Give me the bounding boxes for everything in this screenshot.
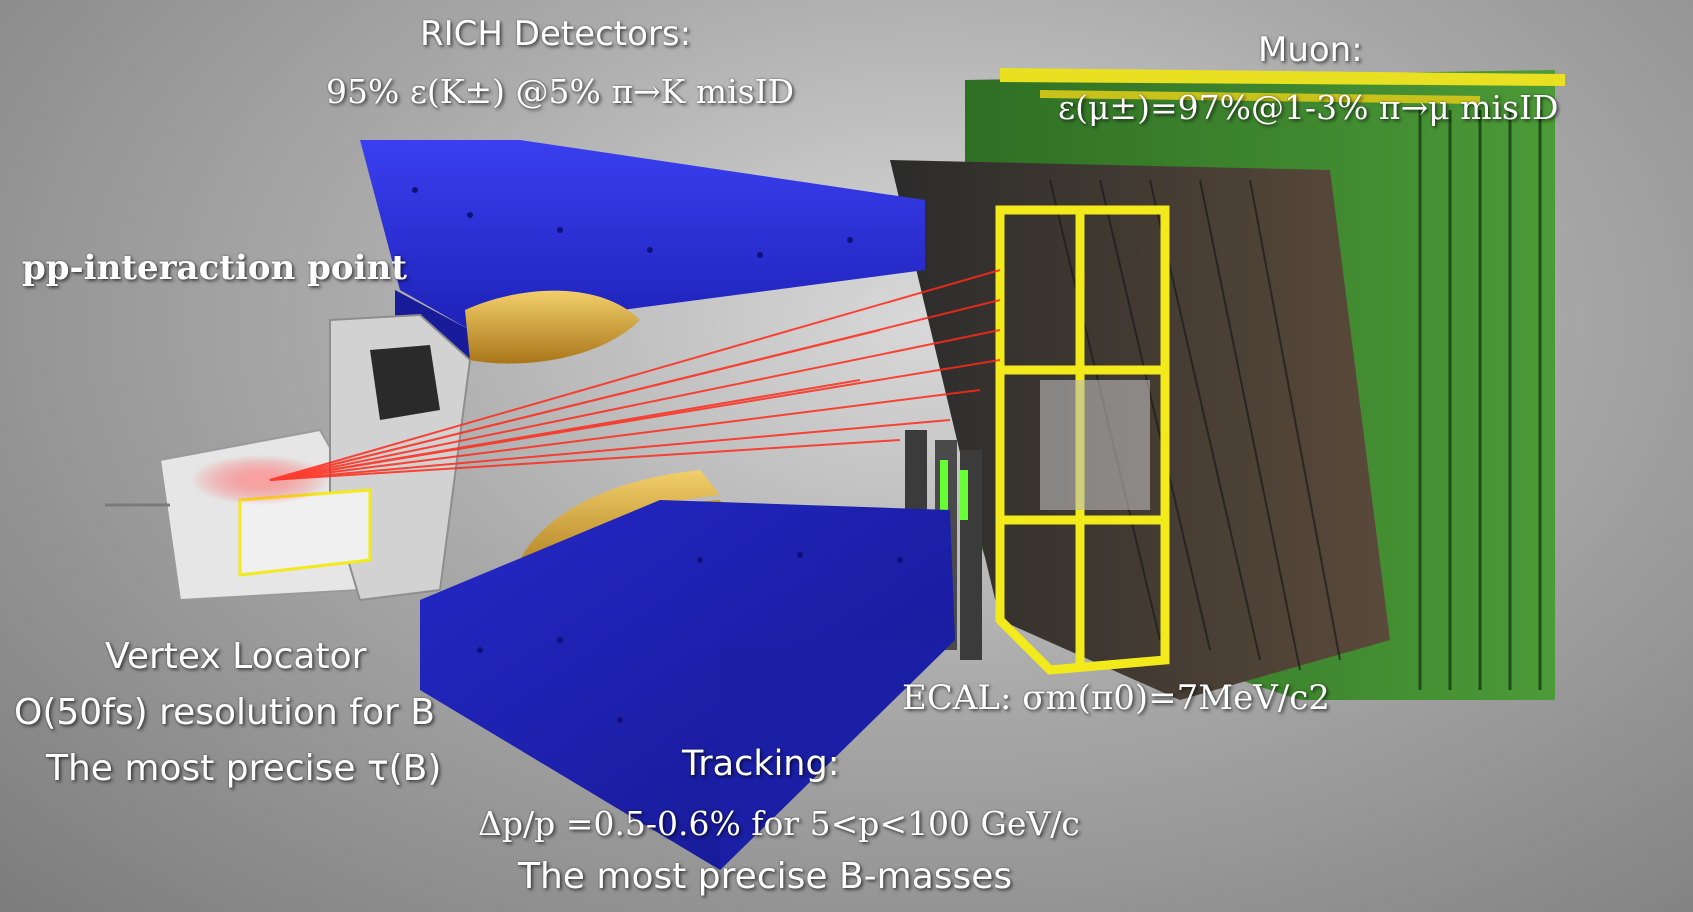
interaction-point-label: pp-interaction point xyxy=(22,248,407,288)
muon-yellow-rails xyxy=(1000,68,1565,104)
ecal-label: ECAL: σm(π0)=7MeV/c2 xyxy=(902,678,1330,718)
magnet-lower xyxy=(420,500,955,870)
muon-title: Muon: xyxy=(1258,30,1363,70)
muon-vertical-slabs xyxy=(1418,110,1542,690)
ecal-inner-grid xyxy=(1040,380,1150,510)
muon-efficiency: ε(μ±)=97%@1-3% π→μ misID xyxy=(1058,88,1559,127)
tracking-momentum: Δp/p =0.5-0.6% for 5<p<100 GeV/c xyxy=(478,804,1080,843)
rich-efficiency: 95% ε(K±) @5% π→K misID xyxy=(326,72,795,111)
velo-precision: The most precise τ(B) xyxy=(46,748,442,789)
vertex-locator xyxy=(105,313,472,602)
magnet-upper xyxy=(360,140,925,360)
velo-resolution: O(50fs) resolution for B xyxy=(14,692,435,733)
velo-title: Vertex Locator xyxy=(105,636,367,677)
tracking-title: Tracking: xyxy=(682,744,840,784)
tracking-masses: The most precise B-masses xyxy=(518,856,1013,897)
particle-tracks xyxy=(269,269,1001,481)
rich-title: RICH Detectors: xyxy=(420,14,692,54)
